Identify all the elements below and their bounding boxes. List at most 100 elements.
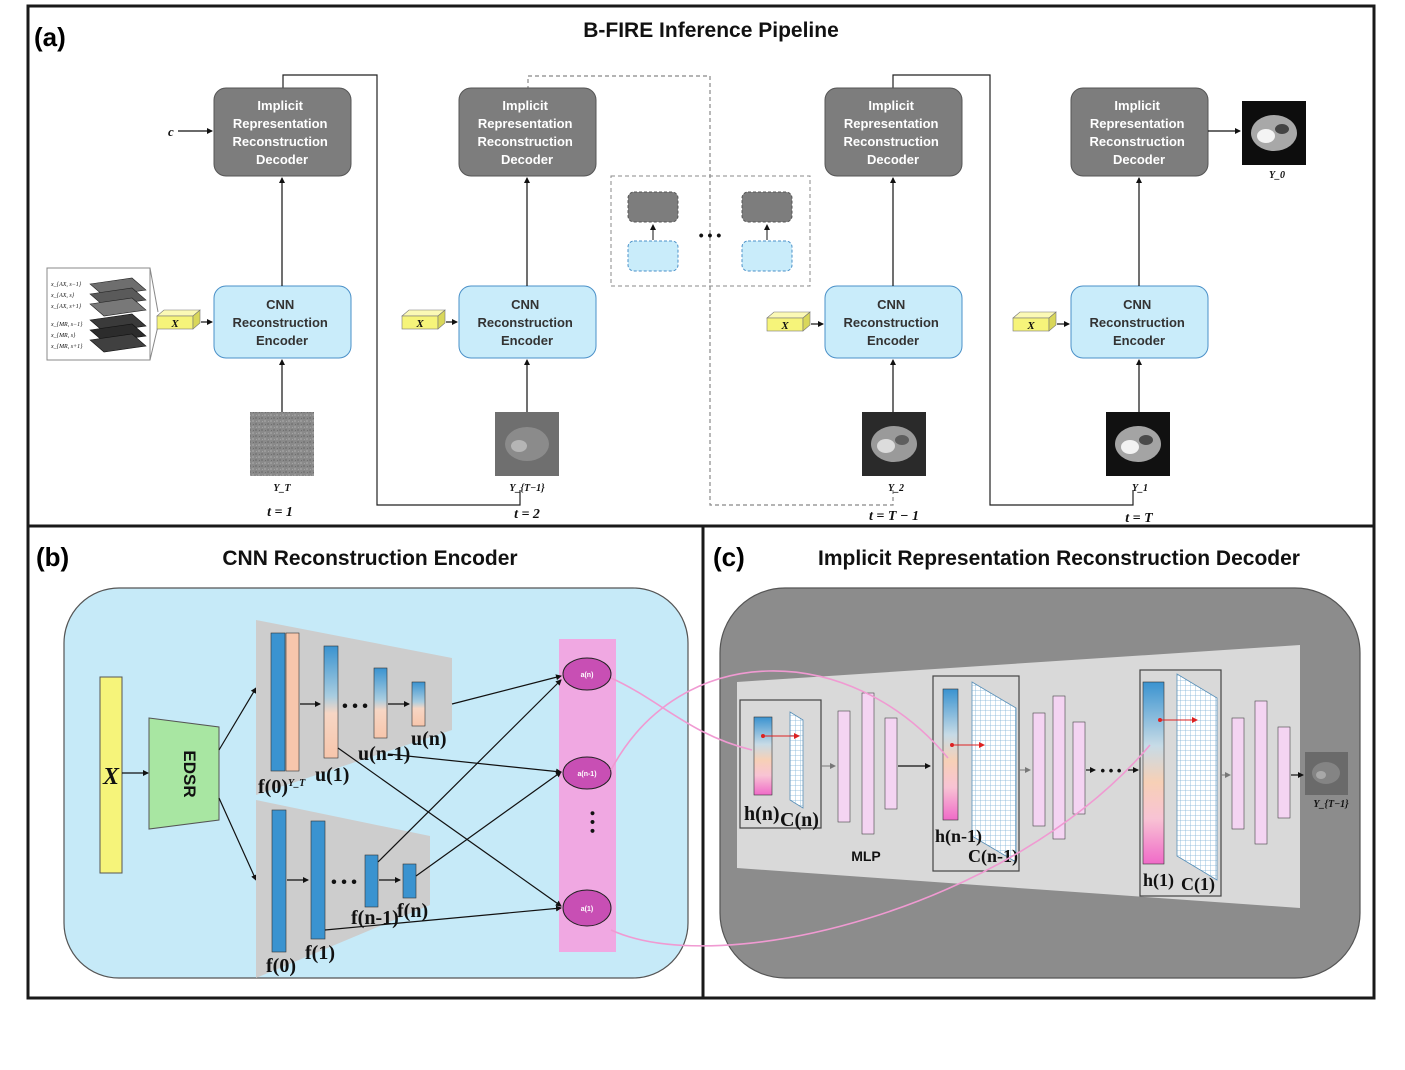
label-fn1: f(n-1) bbox=[351, 907, 399, 929]
label-hn: h(n) bbox=[744, 803, 780, 825]
label-un1: u(n-1) bbox=[358, 743, 410, 765]
decoder-label: Implicit Representation Reconstruction D… bbox=[478, 98, 577, 167]
svg-text:x_{AX, s+1}: x_{AX, s+1} bbox=[50, 304, 82, 310]
image-y1 bbox=[1106, 412, 1170, 476]
mlp-layer bbox=[1254, 700, 1268, 845]
decoder-box bbox=[824, 87, 963, 177]
output-label-yt-1: Y_{T−1} bbox=[1313, 799, 1349, 810]
attention-node-a1 bbox=[562, 889, 612, 927]
decoder-box bbox=[458, 87, 597, 177]
panel-frames bbox=[26, 4, 1376, 1000]
label-cn1: C(n-1) bbox=[968, 846, 1018, 867]
input-x-label: X bbox=[102, 764, 120, 790]
intermediate-stages: • • • bbox=[610, 175, 811, 287]
ellipsis-dots: • • • bbox=[699, 227, 722, 243]
decoder-label: Implicit Representation Reconstruction D… bbox=[233, 98, 332, 167]
image-label-y0: Y_0 bbox=[1269, 170, 1285, 181]
stage-n-box bbox=[739, 699, 822, 829]
mlp-layer bbox=[837, 710, 851, 823]
feature-un1 bbox=[373, 667, 388, 739]
image-label-yt: Y_T bbox=[273, 483, 291, 494]
attention-to-decoder-curves bbox=[610, 670, 1151, 947]
encoder-label: CNN Reconstruction Encoder bbox=[478, 297, 577, 348]
mlp-layer bbox=[1277, 726, 1291, 819]
mlp-layer bbox=[1072, 721, 1086, 815]
svg-text:x_{AX, s−1}: x_{AX, s−1} bbox=[50, 282, 82, 288]
panel-a-title: B-FIRE Inference Pipeline bbox=[583, 19, 839, 42]
output-image-yt-1 bbox=[1305, 752, 1348, 795]
feature-yt bbox=[285, 632, 300, 772]
label-f1: f(1) bbox=[305, 942, 335, 964]
panel-b-label: (b) bbox=[36, 542, 69, 572]
feature-hn1 bbox=[942, 688, 959, 821]
label-cn: C(n) bbox=[780, 809, 819, 831]
mlp-layer bbox=[1032, 712, 1046, 827]
svg-text:x_{MR, s−1}: x_{MR, s−1} bbox=[50, 322, 83, 328]
label-yt: Y_T bbox=[288, 778, 306, 789]
label-fn: f(n) bbox=[397, 900, 428, 922]
feature-f0-lower bbox=[271, 809, 287, 953]
mlp-label: MLP bbox=[851, 848, 881, 864]
mlp-layer bbox=[1231, 717, 1245, 830]
output-image-y0 bbox=[1242, 101, 1306, 165]
svg-text:x_{MR, s}: x_{MR, s} bbox=[50, 333, 76, 339]
mlp-layer bbox=[861, 692, 875, 835]
mlp-layer bbox=[884, 717, 898, 810]
label-c1: C(1) bbox=[1181, 874, 1215, 895]
svg-text:X: X bbox=[170, 318, 179, 330]
lower-branch-bg bbox=[256, 800, 430, 978]
stage-1: Implicit Representation Reconstruction D… bbox=[46, 87, 352, 520]
image-y2 bbox=[862, 412, 926, 476]
label-an: a(n) bbox=[581, 672, 594, 679]
grid-c1 bbox=[1176, 673, 1218, 881]
ellipsis-dots: • • • bbox=[331, 874, 357, 891]
panel-c-label: (c) bbox=[713, 542, 745, 572]
input-x-cuboid: X bbox=[1012, 311, 1057, 332]
stage-t: Implicit Representation Reconstruction D… bbox=[1012, 87, 1306, 526]
input-x-cuboid: X bbox=[156, 309, 201, 330]
encoder-label: CNN Reconstruction Encoder bbox=[844, 297, 943, 348]
condition-c-label: c bbox=[168, 124, 174, 139]
decoder-box bbox=[213, 87, 352, 177]
panel-b: (b) CNN Reconstruction Encoder X EDSR • … bbox=[36, 542, 689, 979]
encoder-connections bbox=[324, 674, 562, 931]
image-label-y1: Y_1 bbox=[1132, 483, 1148, 494]
stage-1-box bbox=[1139, 669, 1222, 897]
svg-text:x_{AX, s}: x_{AX, s} bbox=[50, 293, 75, 299]
panel-a: (a) B-FIRE Inference Pipeline Implicit R… bbox=[34, 19, 1306, 526]
stage-n1-box bbox=[932, 675, 1020, 872]
feature-f0 bbox=[270, 632, 286, 772]
label-h1: h(1) bbox=[1143, 870, 1174, 891]
ellipsis-dots: • • • bbox=[342, 698, 368, 715]
svg-text:x_{MR, s+1}: x_{MR, s+1} bbox=[50, 344, 83, 350]
feature-f1 bbox=[310, 820, 326, 940]
label-u1: u(1) bbox=[315, 764, 349, 786]
decoder-box bbox=[1070, 87, 1209, 177]
label-a1: a(1) bbox=[581, 906, 593, 913]
panel-c-title: Implicit Representation Reconstruction D… bbox=[818, 547, 1300, 570]
panel-b-title: CNN Reconstruction Encoder bbox=[222, 547, 517, 570]
svg-text:X: X bbox=[415, 318, 424, 330]
time-label-t: t = T bbox=[1125, 511, 1154, 526]
input-slice-stack: x_{AX, s−1} x_{AX, s} x_{AX, s+1} x_{MR,… bbox=[46, 267, 159, 361]
feature-fn1 bbox=[364, 854, 379, 908]
time-label-t-1: t = T − 1 bbox=[869, 509, 919, 524]
decoder-label: Implicit Representation Reconstruction D… bbox=[844, 98, 943, 167]
ellipsis-dots: • • • bbox=[1101, 763, 1122, 778]
image-label-y2: Y_2 bbox=[888, 483, 904, 494]
grid-cn bbox=[789, 711, 804, 809]
panel-c: (c) Implicit Representation Reconstructi… bbox=[713, 542, 1361, 979]
input-x-cuboid: X bbox=[401, 309, 446, 330]
image-yt-1 bbox=[495, 412, 559, 476]
time-label-2: t = 2 bbox=[514, 507, 540, 522]
encoder-label: CNN Reconstruction Encoder bbox=[1090, 297, 1189, 348]
svg-text:X: X bbox=[1026, 320, 1035, 332]
encoder-panel-bg bbox=[63, 587, 689, 979]
feature-un bbox=[411, 681, 426, 727]
decoder-label: Implicit Representation Reconstruction D… bbox=[1090, 98, 1189, 167]
feature-u1 bbox=[323, 645, 339, 759]
edsr-label: EDSR bbox=[180, 750, 199, 797]
label-f0-lower: f(0) bbox=[266, 955, 296, 977]
encoder-label: CNN Reconstruction Encoder bbox=[233, 297, 332, 348]
grid-cn1 bbox=[971, 681, 1017, 863]
